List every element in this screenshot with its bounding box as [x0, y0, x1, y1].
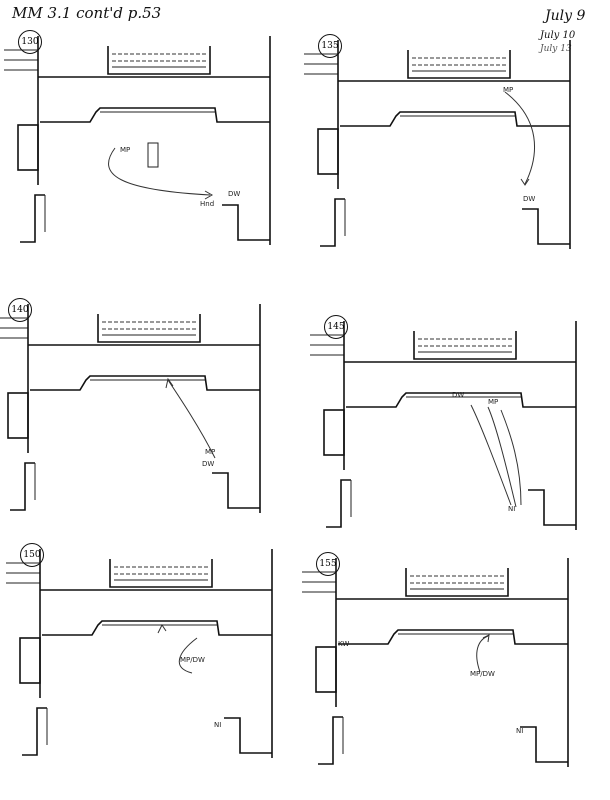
- stage-panel: [310, 321, 577, 530]
- panel-number: 155: [316, 552, 340, 576]
- date-3: July 13: [540, 44, 572, 54]
- blocking-note: MP/DW: [180, 656, 205, 664]
- blocking-note: MP: [488, 398, 499, 406]
- blocking-note: NI: [214, 721, 222, 729]
- panel-number: 135: [318, 34, 342, 58]
- blocking-note: MP/DW: [470, 670, 495, 678]
- blocking-arrow: [482, 634, 490, 643]
- date-2: July 10: [540, 30, 576, 41]
- blocking-arrow: [204, 190, 214, 200]
- blocking-note: NI: [508, 505, 516, 513]
- blocking-arrow: [165, 377, 174, 389]
- blocking-arrow: [108, 147, 211, 196]
- blocking-arrow: [167, 379, 216, 459]
- blocking-arrow: [520, 178, 530, 186]
- blocking-note: DW: [523, 195, 536, 203]
- blocking-note: DW: [202, 460, 215, 468]
- stage-panel: [304, 40, 571, 249]
- blocking-note: MP: [503, 86, 514, 94]
- blocking-note: NI: [516, 727, 524, 735]
- blocking-note: DW: [228, 190, 241, 198]
- blocking-arrow: [500, 409, 522, 506]
- blocking-note: DW: [452, 391, 465, 399]
- panel-number: 145: [324, 315, 348, 339]
- panel-number: 150: [20, 543, 44, 567]
- stage-panel: [302, 558, 569, 767]
- blocking-note: KW: [338, 640, 350, 648]
- blocking-arrow: [179, 637, 198, 674]
- page-title: MM 3.1 cont'd p.53: [12, 4, 162, 22]
- stage-panel: [6, 549, 273, 758]
- panel-number: 140: [8, 298, 32, 322]
- panel-number: 130: [18, 30, 42, 54]
- stage-panel: [4, 36, 271, 245]
- blocking-arrow: [487, 406, 517, 508]
- date-1: July 9: [545, 8, 586, 24]
- stage-panel: [0, 304, 261, 513]
- blocking-arrow: [476, 635, 489, 673]
- blocking-arrow: [157, 624, 167, 634]
- blocking-arrow: [504, 91, 535, 185]
- blocking-note: MP: [205, 448, 216, 456]
- blocking-note: Hnd: [200, 200, 215, 208]
- blocking-note: MP: [120, 146, 131, 154]
- blocking-arrow: [470, 404, 512, 506]
